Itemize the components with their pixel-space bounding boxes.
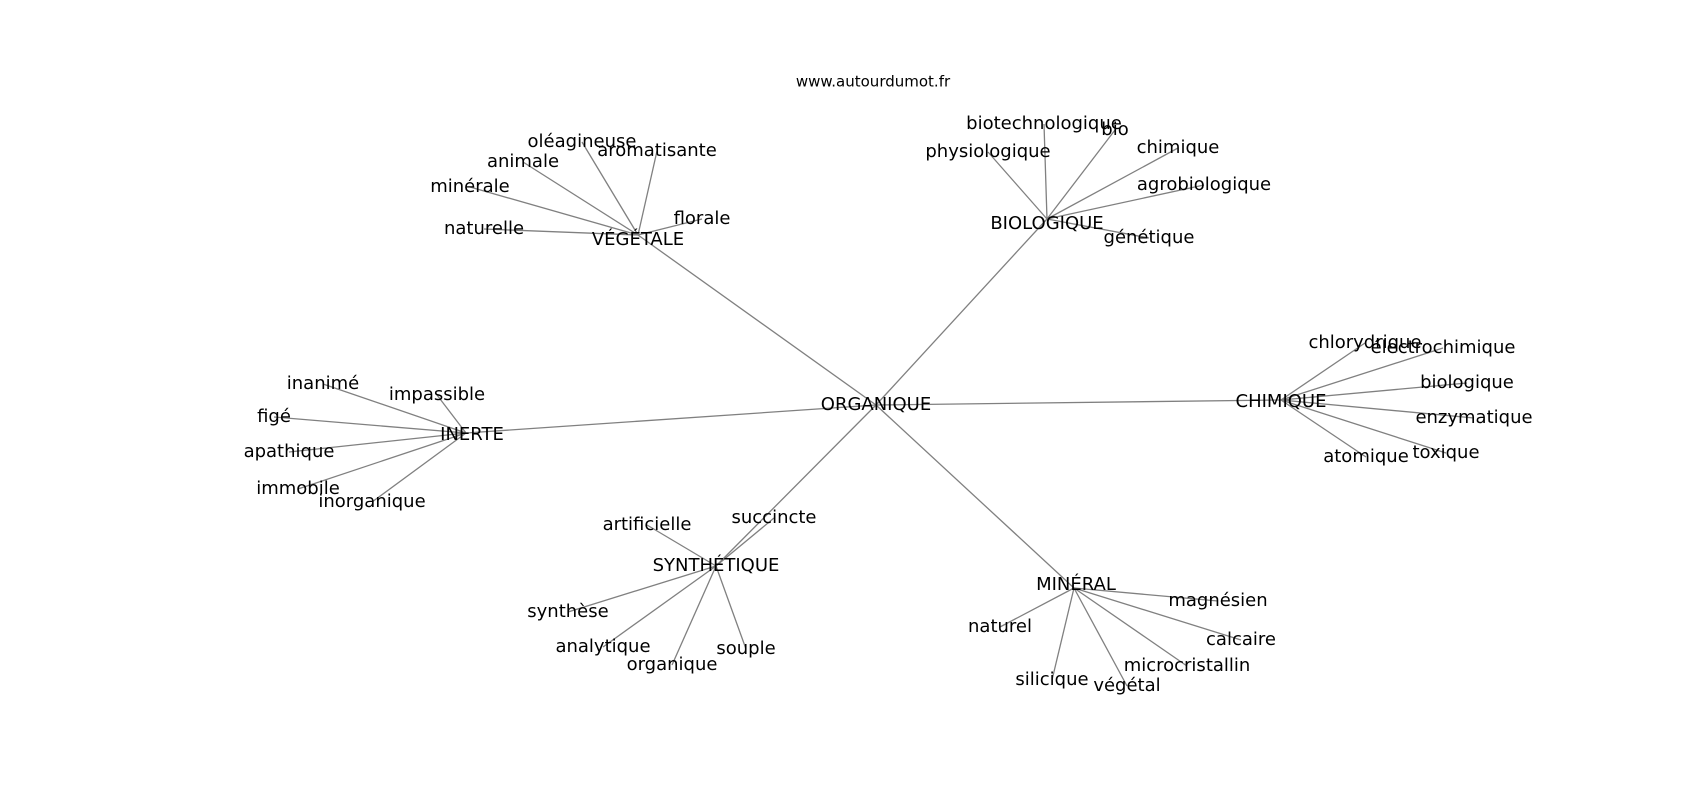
edge-group-to-word xyxy=(1280,399,1475,419)
word-node[interactable]: oléagineuse xyxy=(528,131,637,152)
word-node[interactable]: organique xyxy=(627,654,718,675)
word-node[interactable]: artificielle xyxy=(603,514,692,535)
word-node[interactable]: minérale xyxy=(430,176,510,197)
word-node[interactable]: chlorydrique xyxy=(1308,332,1421,353)
edge-group-to-word xyxy=(715,565,747,650)
edge-group-to-word xyxy=(567,565,717,613)
word-node[interactable]: aromatisante xyxy=(597,140,717,161)
edge-center-to-group xyxy=(715,404,877,567)
word-node[interactable]: succincte xyxy=(731,507,816,528)
edge-group-to-word xyxy=(436,394,467,434)
edge-group-to-word xyxy=(637,218,703,236)
word-node[interactable]: physiologique xyxy=(925,141,1050,162)
edge-group-to-word xyxy=(602,565,717,648)
edge-group-to-word xyxy=(1073,587,1128,687)
word-node[interactable]: bio xyxy=(1101,119,1128,140)
edge-group-to-word xyxy=(1280,347,1444,401)
word-node[interactable]: biologique xyxy=(1420,372,1514,393)
edge-group-to-word xyxy=(581,141,639,236)
edge-group-to-word xyxy=(637,150,658,236)
center-word[interactable]: ORGANIQUE xyxy=(821,394,931,415)
word-node[interactable]: enzymatique xyxy=(1415,407,1532,428)
word-node[interactable]: silicique xyxy=(1015,669,1088,690)
word-node[interactable]: toxique xyxy=(1412,442,1479,463)
edge-group-to-word xyxy=(469,186,639,236)
word-node[interactable]: chimique xyxy=(1137,137,1220,158)
word-node[interactable]: biotechnologique xyxy=(966,113,1122,134)
edge-group-to-word xyxy=(1073,587,1188,667)
group-node[interactable]: CHIMIQUE xyxy=(1236,391,1327,412)
word-node[interactable]: apathique xyxy=(244,441,335,462)
edge-group-to-word xyxy=(288,432,467,453)
edge-group-to-word xyxy=(715,517,775,567)
edge-group-to-word xyxy=(1046,218,1150,239)
edge-center-to-group xyxy=(637,234,877,406)
word-node[interactable]: souple xyxy=(716,638,775,659)
edge-center-to-group xyxy=(875,218,1048,406)
group-node[interactable]: BIOLOGIQUE xyxy=(990,213,1103,234)
group-node[interactable]: MINÉRAL xyxy=(1036,573,1116,595)
word-node[interactable]: immobile xyxy=(256,478,340,499)
word-node[interactable]: animale xyxy=(487,151,559,172)
word-node[interactable]: génétique xyxy=(1104,227,1195,248)
edge-group-to-word xyxy=(1073,587,1242,641)
edge-group-to-word xyxy=(1073,587,1219,602)
word-node[interactable]: calcaire xyxy=(1206,629,1276,650)
word-node[interactable]: microcristallin xyxy=(1124,655,1251,676)
edge-group-to-word xyxy=(1280,382,1468,401)
edge-group-to-word xyxy=(1046,147,1179,220)
word-node[interactable]: atomique xyxy=(1323,446,1409,467)
word-node[interactable]: végétal xyxy=(1093,675,1160,696)
word-node[interactable]: figé xyxy=(257,406,291,427)
group-node[interactable]: VÉGÉTALE xyxy=(592,228,684,250)
edge-group-to-word xyxy=(1043,123,1048,220)
edge-group-to-word xyxy=(999,587,1075,628)
edge-group-to-word xyxy=(646,524,717,567)
edge-group-to-word xyxy=(1051,587,1075,681)
edge-center-to-group xyxy=(875,404,1075,589)
word-node[interactable]: impassible xyxy=(389,384,485,405)
word-node[interactable]: agrobiologique xyxy=(1137,174,1271,195)
edge-group-to-word xyxy=(273,416,467,434)
edge-group-to-word xyxy=(1280,399,1367,458)
graph-edges xyxy=(273,123,1475,687)
edge-center-to-group xyxy=(465,404,877,434)
word-node[interactable]: inorganique xyxy=(318,491,425,512)
group-node[interactable]: SYNTHÉTIQUE xyxy=(653,554,780,576)
word-node[interactable]: naturelle xyxy=(444,218,524,239)
edge-group-to-word xyxy=(1280,399,1447,454)
word-node[interactable]: florale xyxy=(674,208,731,229)
word-node[interactable]: électrochimique xyxy=(1371,337,1516,358)
word-node[interactable]: magnésien xyxy=(1168,590,1267,611)
graph-labels: www.autourdumot.fr ORGANIQUE oléagineuse… xyxy=(244,73,1533,697)
site-url[interactable]: www.autourdumot.fr xyxy=(796,73,951,91)
word-node[interactable]: naturel xyxy=(968,616,1032,637)
group-node[interactable]: INERTE xyxy=(440,424,504,445)
edge-group-to-word xyxy=(1046,129,1116,220)
word-node[interactable]: synthèse xyxy=(527,601,608,622)
edge-group-to-word xyxy=(671,565,717,666)
word-node[interactable]: inanimé xyxy=(287,373,359,394)
edge-group-to-word xyxy=(297,432,467,490)
edge-group-to-word xyxy=(322,383,467,434)
edge-group-to-word xyxy=(987,151,1048,220)
edge-group-to-word xyxy=(1046,184,1205,220)
edge-group-to-word xyxy=(1280,342,1366,401)
edge-group-to-word xyxy=(371,432,467,503)
edge-group-to-word xyxy=(483,228,639,236)
edge-center-to-group xyxy=(875,399,1282,406)
edge-group-to-word xyxy=(522,161,639,236)
word-node[interactable]: analytique xyxy=(555,636,650,657)
